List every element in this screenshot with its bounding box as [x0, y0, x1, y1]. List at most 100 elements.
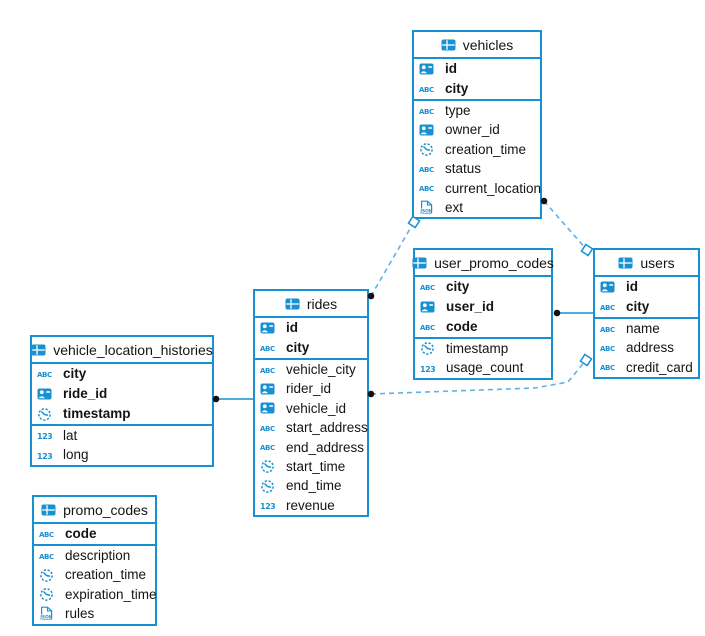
field-row-rides-end_time[interactable]: end_time: [255, 476, 367, 495]
table-header[interactable]: user_promo_codes: [412, 250, 554, 277]
table-title: vehicles: [462, 36, 514, 53]
field-row-vehicles-city[interactable]: ABC city: [414, 79, 540, 99]
primary-key-separator: [595, 317, 698, 319]
svg-text:ABC: ABC: [419, 185, 434, 193]
field-row-vehicle_location_histories-long[interactable]: 123 long: [32, 445, 212, 464]
table-icon: [441, 39, 457, 51]
field-name: usage_count: [446, 360, 524, 376]
number-icon: 123: [37, 430, 57, 441]
text-icon: ABC: [260, 365, 280, 375]
field-name: long: [63, 447, 89, 463]
id-icon: [260, 322, 280, 334]
svg-text:ABC: ABC: [420, 324, 435, 332]
id-icon: [37, 388, 57, 400]
field-row-vehicle_location_histories-ride_id[interactable]: ride_id: [32, 384, 212, 404]
connection-vehicles-users[interactable]: [543, 200, 588, 251]
field-name: start_time: [286, 458, 346, 474]
field-name: start_address: [286, 420, 368, 436]
field-row-vehicles-creation_time[interactable]: creation_time: [414, 140, 540, 159]
text-icon: ABC: [419, 183, 439, 193]
field-row-rides-vehicle_city[interactable]: ABC vehicle_city: [255, 360, 367, 379]
table-header[interactable]: users: [595, 250, 698, 277]
text-icon: ABC: [419, 106, 439, 116]
primary-key-separator: [415, 337, 551, 339]
field-name: vehicle_city: [286, 361, 356, 377]
field-name: address: [626, 340, 675, 356]
table-header[interactable]: rides: [255, 291, 367, 318]
field-row-vehicles-type[interactable]: ABC type: [414, 101, 540, 120]
field-row-user_promo_codes-user_id[interactable]: user_id: [415, 297, 551, 317]
svg-text:123: 123: [37, 432, 52, 441]
table-header[interactable]: vehicles: [414, 32, 540, 59]
table-header[interactable]: promo_codes: [34, 497, 155, 524]
field-row-rides-id[interactable]: id: [255, 318, 367, 338]
field-row-rides-vehicle_id[interactable]: vehicle_id: [255, 399, 367, 418]
text-icon: ABC: [600, 362, 620, 372]
field-name: end_address: [286, 439, 365, 455]
field-row-promo_codes-creation_time[interactable]: creation_time: [34, 565, 155, 584]
svg-text:JSON: JSON: [419, 209, 432, 215]
timestamp-icon: [37, 407, 57, 422]
connection-diamond-marker: [579, 353, 593, 367]
svg-text:ABC: ABC: [419, 86, 434, 94]
text-icon: ABC: [420, 322, 440, 332]
field-name: status: [445, 161, 482, 177]
field-name: id: [626, 279, 638, 295]
field-row-users-credit_card[interactable]: ABC credit_card: [595, 358, 698, 377]
field-name: city: [445, 81, 469, 97]
table-icon: [285, 298, 301, 310]
field-row-vehicles-current_location[interactable]: ABC current_location: [414, 179, 542, 198]
field-name: city: [286, 340, 310, 356]
field-name: city: [446, 279, 470, 295]
field-row-rides-city[interactable]: ABC city: [255, 338, 367, 358]
svg-text:ABC: ABC: [600, 304, 615, 312]
field-row-vehicle_location_histories-timestamp[interactable]: timestamp: [32, 404, 212, 424]
table-title: rides: [306, 295, 338, 312]
field-row-vehicles-id[interactable]: id: [414, 59, 540, 79]
field-row-rides-rider_id[interactable]: rider_id: [255, 379, 367, 398]
table-icon: [412, 257, 428, 269]
table-header[interactable]: vehicle_location_histories: [31, 337, 213, 364]
field-row-rides-start_time[interactable]: start_time: [255, 457, 367, 476]
field-row-vehicles-owner_id[interactable]: owner_id: [414, 120, 540, 139]
field-name: code: [65, 526, 97, 542]
text-icon: ABC: [600, 302, 620, 312]
field-name: type: [445, 102, 471, 118]
timestamp-icon: [39, 587, 59, 602]
field-name: credit_card: [626, 359, 693, 375]
field-name: timestamp: [63, 406, 131, 422]
field-row-promo_codes-expiration_time[interactable]: expiration_time: [34, 585, 157, 604]
id-icon: [260, 383, 280, 395]
field-name: current_location: [445, 180, 542, 196]
connection-vehicles-rides[interactable]: [370, 221, 415, 297]
svg-text:ABC: ABC: [260, 345, 275, 353]
primary-key-separator: [255, 358, 367, 360]
field-name: timestamp: [446, 340, 509, 356]
field-row-users-id[interactable]: id: [595, 277, 698, 297]
field-row-user_promo_codes-timestamp[interactable]: timestamp: [415, 339, 551, 358]
number-icon: 123: [37, 450, 57, 461]
field-name: city: [63, 366, 87, 382]
